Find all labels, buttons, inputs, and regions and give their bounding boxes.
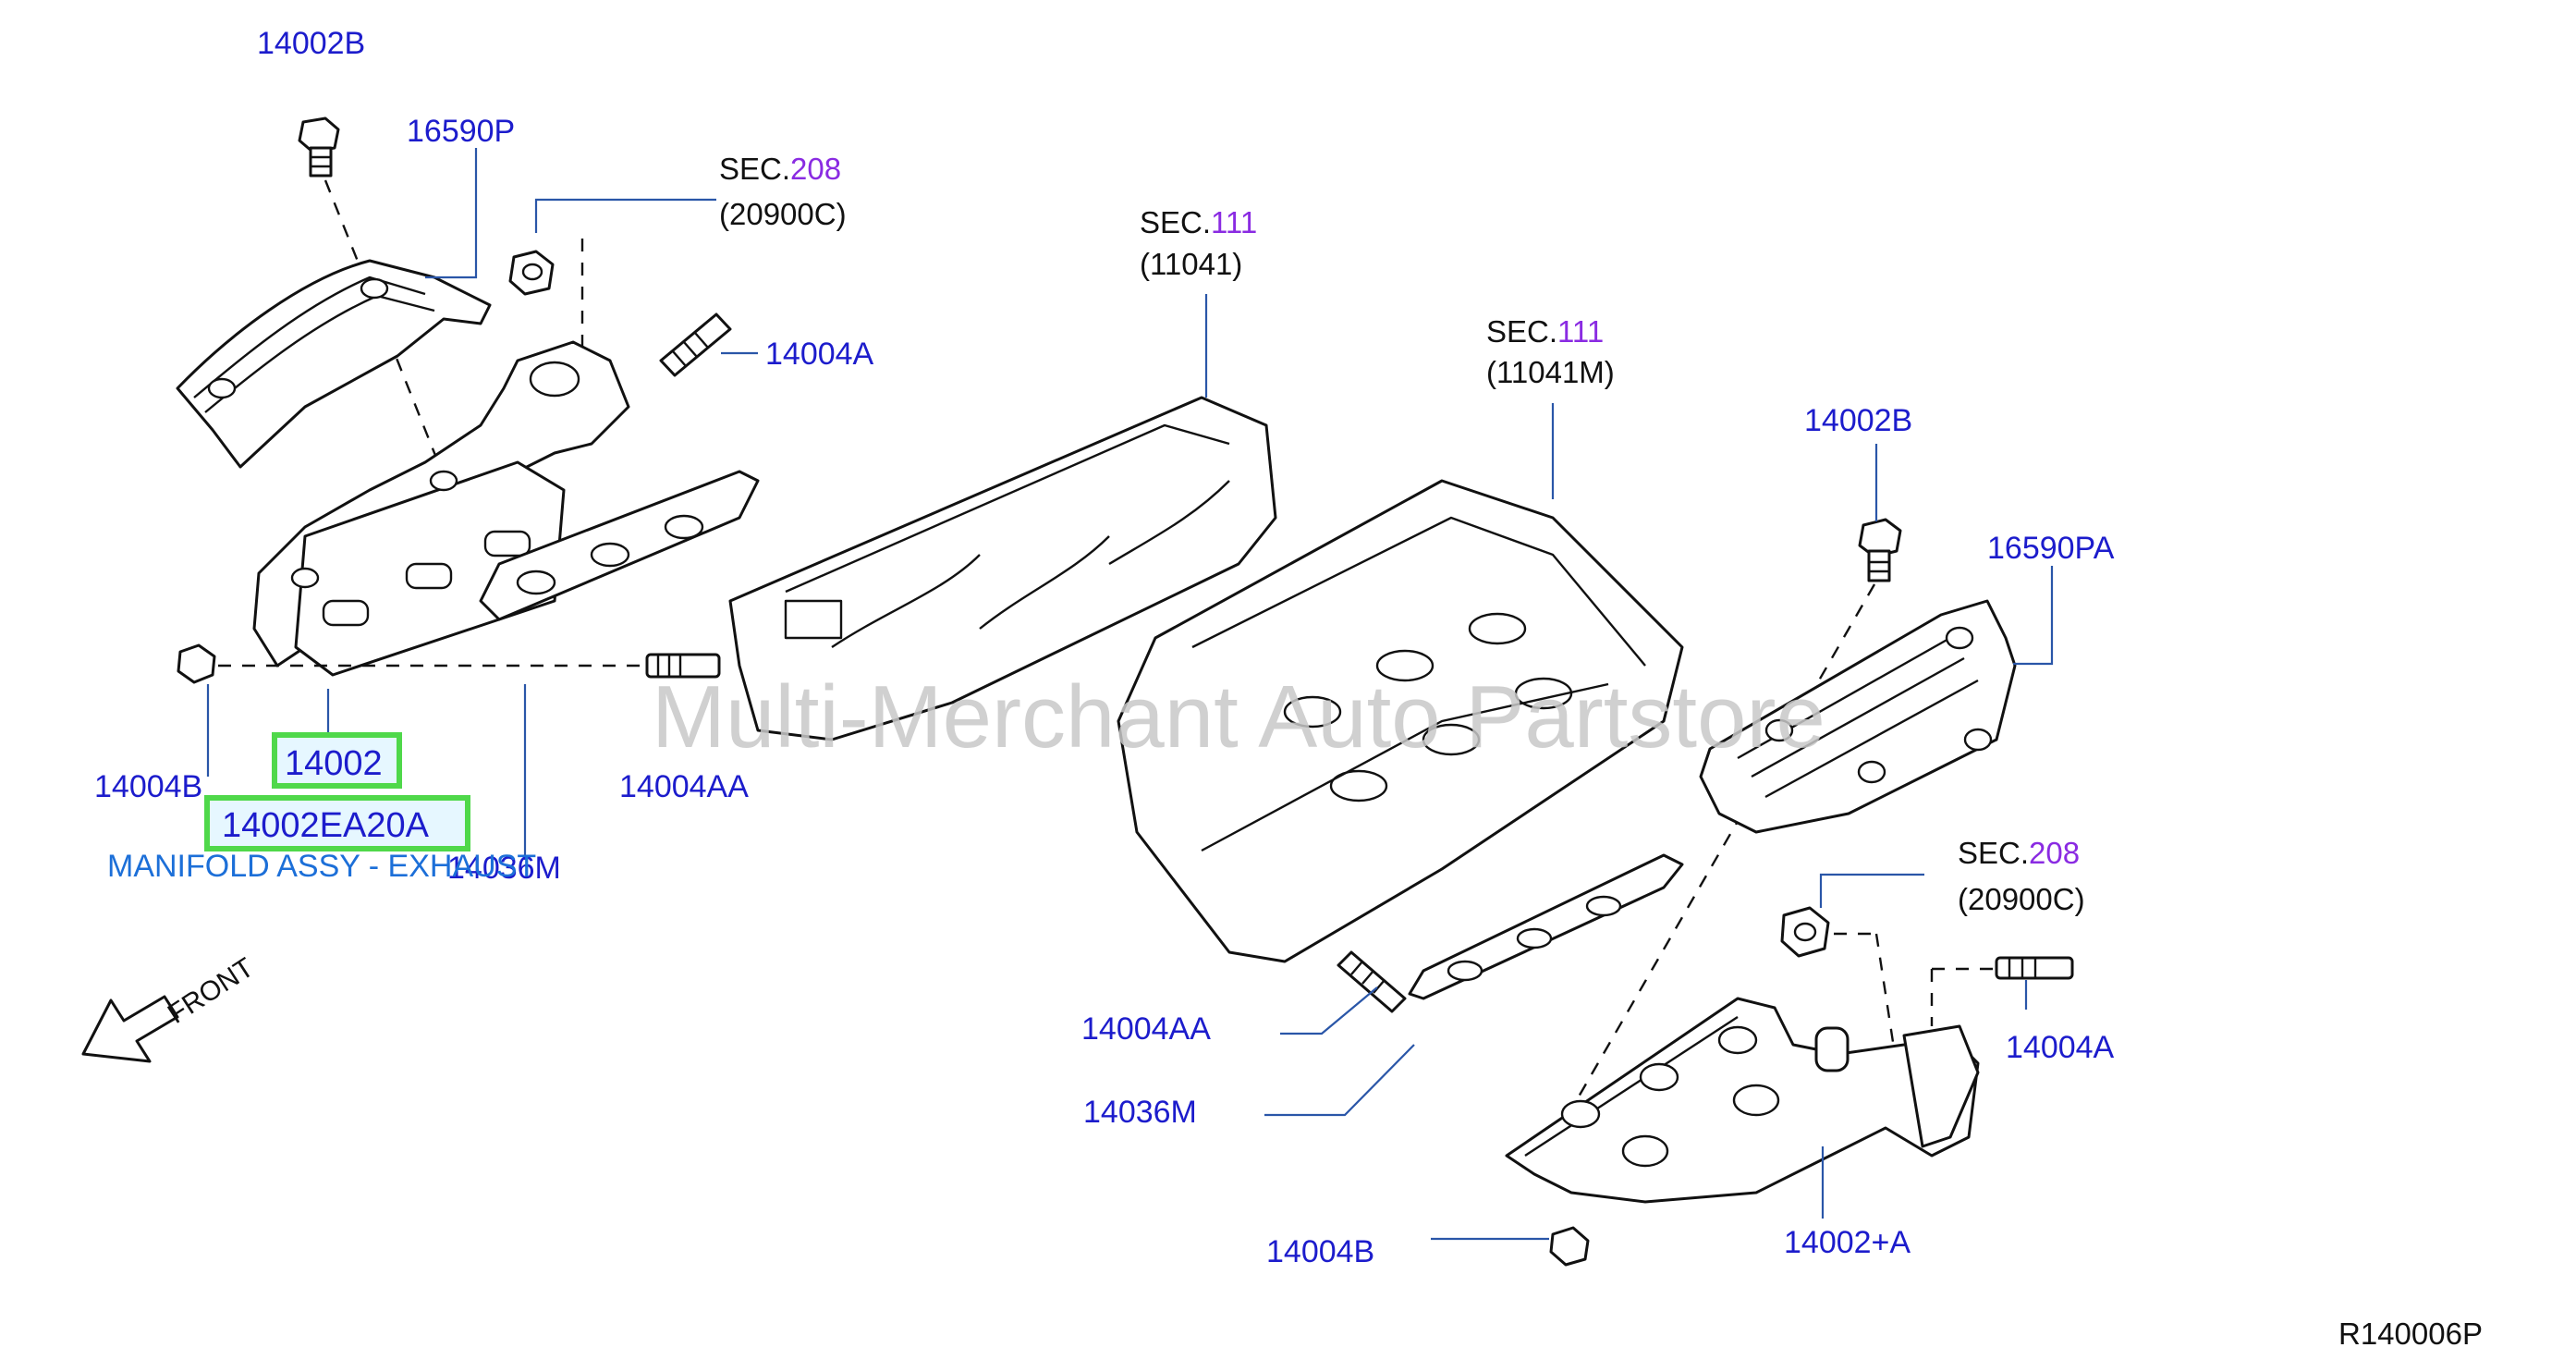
- bolt-14002b-top-drawing: [298, 116, 340, 178]
- section-ref-20900c-right: (20900C): [1958, 882, 2085, 916]
- nut-20900c-right-drawing: [1780, 906, 1830, 958]
- stud-14004a-left-drawing: [659, 312, 732, 377]
- label-14004b-left[interactable]: 14004B: [94, 769, 202, 804]
- gasket-14036m-left-drawing: [479, 470, 760, 621]
- section-ref-208-right: SEC.208: [1958, 836, 2080, 870]
- exhaust-manifold-left-drawing: [252, 340, 630, 677]
- highlight-part-number-text: 14002: [285, 744, 383, 783]
- section-ref-208-left-prefix: SEC.: [719, 152, 790, 186]
- section-ref-111-b: SEC.111: [1486, 314, 1604, 349]
- front-arrow-icon: [81, 995, 179, 1063]
- label-14004a-right[interactable]: 14004A: [2006, 1030, 2115, 1065]
- cylinder-head-11041-drawing: [728, 396, 1277, 741]
- section-ref-20900c-left: (20900C): [719, 197, 847, 231]
- bolt-14002b-right-drawing: [1858, 518, 1902, 582]
- section-ref-208-right-number[interactable]: 208: [2029, 836, 2080, 870]
- front-label: FRONT: [163, 952, 260, 1030]
- section-ref-208-left: SEC.208: [719, 152, 841, 186]
- stud-14004aa-left-drawing: [645, 653, 721, 679]
- part-description: MANIFOLD ASSY - EXHAUST: [107, 849, 536, 884]
- diagram-code: R140006P: [2338, 1317, 2483, 1351]
- section-ref-208-left-number[interactable]: 208: [790, 152, 841, 186]
- section-ref-111-b-number[interactable]: 111: [1557, 314, 1604, 349]
- section-ref-111-a: SEC.111: [1140, 205, 1257, 239]
- section-ref-208-right-prefix: SEC.: [1958, 836, 2029, 870]
- section-ref-11041m: (11041M): [1486, 355, 1615, 389]
- label-14002b-right[interactable]: 14002B: [1804, 403, 1912, 438]
- label-14002a[interactable]: 14002+A: [1784, 1225, 1911, 1260]
- label-14004aa-left[interactable]: 14004AA: [619, 769, 749, 804]
- highlight-oem-number-box: [204, 795, 470, 851]
- highlight-part-number[interactable]: 14002: [272, 732, 402, 789]
- gasket-14036m-right-drawing: [1408, 853, 1684, 1000]
- stud-14004aa-right-drawing: [1337, 950, 1407, 1013]
- watermark: Multi-Merchant Auto Partstore: [652, 668, 1825, 766]
- label-14036m-right[interactable]: 14036M: [1083, 1095, 1197, 1130]
- heat-shield-16590pa-drawing: [1699, 599, 2017, 834]
- highlight-oem-number[interactable]: 14002EA20A: [204, 795, 470, 851]
- section-ref-111-a-number[interactable]: 111: [1211, 205, 1257, 239]
- label-14004b-right[interactable]: 14004B: [1266, 1234, 1374, 1269]
- label-14002b-top[interactable]: 14002B: [257, 26, 365, 61]
- nut-20900c-left-drawing: [508, 250, 555, 296]
- label-14036m-left[interactable]: 14036M: [447, 851, 561, 886]
- cylinder-head-11041m-drawing: [1117, 479, 1684, 963]
- nut-14004b-left-drawing: [177, 643, 216, 684]
- section-ref-11041: (11041): [1140, 247, 1242, 281]
- nut-14004b-right-drawing: [1549, 1226, 1590, 1267]
- label-14004aa-right[interactable]: 14004AA: [1081, 1011, 1211, 1047]
- label-16590p[interactable]: 16590P: [407, 114, 515, 149]
- highlight-part-number-box: [272, 732, 402, 789]
- heat-shield-16590p-drawing: [176, 259, 492, 469]
- label-14004a-left[interactable]: 14004A: [765, 337, 874, 372]
- stud-14004a-right-drawing: [1995, 956, 2074, 980]
- label-16590pa[interactable]: 16590PA: [1987, 531, 2115, 566]
- section-ref-111-b-prefix: SEC.: [1486, 314, 1557, 349]
- highlight-oem-number-text: 14002EA20A: [222, 806, 430, 845]
- leader-lines: [206, 148, 2054, 1241]
- section-ref-111-a-prefix: SEC.: [1140, 205, 1211, 239]
- exhaust-manifold-right-drawing: [1505, 997, 1980, 1204]
